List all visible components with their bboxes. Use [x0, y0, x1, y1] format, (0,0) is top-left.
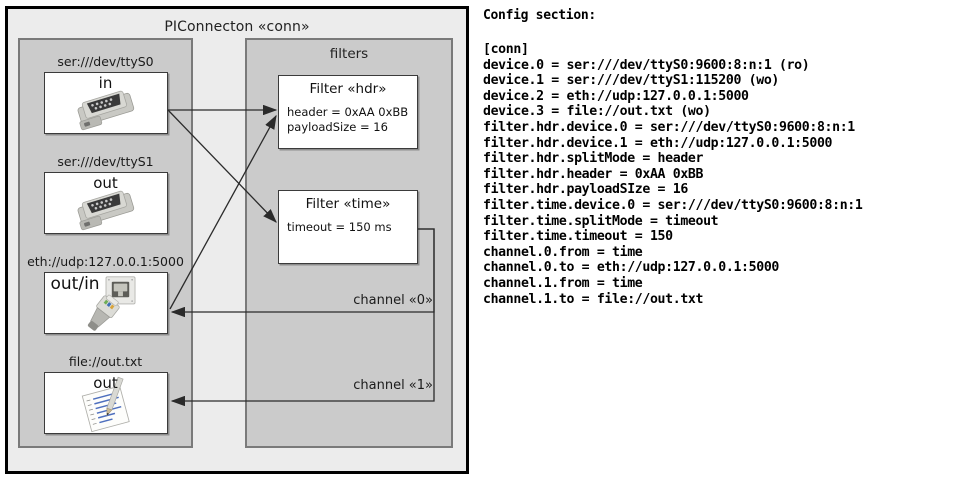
channel-1-label: channel «1» [353, 378, 433, 393]
architecture-diagram: PIConnecton «conn» ser:///dev/ttyS0 in [0, 0, 478, 484]
config-line: channel.1.from = time [483, 275, 643, 291]
config-line: filter.hdr.device.0 = ser:///dev/ttyS0:9… [483, 119, 855, 135]
filter-time-title: Filter «time» [305, 196, 391, 212]
device-label-eth: eth://udp:127.0.0.1:5000 [27, 254, 184, 269]
config-line: filter.hdr.device.1 = eth://udp:127.0.0.… [483, 135, 833, 151]
device-box-ttyS0[interactable]: in [43, 72, 168, 134]
config-text-block: [conn]device.0 = ser:///dev/ttyS0:9600:8… [483, 42, 863, 307]
diagram-title: PIConnecton «conn» [164, 19, 310, 35]
serial-db9-connector-icon [77, 90, 134, 131]
config-line: [conn] [483, 42, 529, 57]
config-line: channel.1.to = file://out.txt [483, 291, 704, 307]
device-group-file: file://out.txt out [20, 354, 191, 434]
config-line: filter.time.timeout = 150 [483, 229, 673, 245]
config-line: device.1 = ser:///dev/ttyS1:115200 (wo) [483, 73, 779, 89]
config-line: device.0 = ser:///dev/ttyS0:9600:8:n:1 (… [483, 57, 810, 73]
config-line: filter.hdr.header = 0xAA 0xBB [483, 166, 704, 182]
filter-time-props: timeout = 150 ms [279, 220, 417, 235]
device-box-file[interactable]: out [43, 372, 168, 434]
filter-time-prop-timeout: timeout = 150 ms [287, 220, 392, 234]
filter-card-hdr[interactable]: Filter «hdr» header = 0xAA 0xBB payloadS… [278, 75, 418, 149]
device-label-ttyS0: ser:///dev/ttyS0 [57, 54, 154, 69]
config-line: filter.time.splitMode = timeout [483, 213, 719, 229]
ethernet-rj45-icon [87, 276, 135, 331]
device-label-ttyS1: ser:///dev/ttyS1 [57, 154, 154, 169]
device-label-file: file://out.txt [68, 354, 143, 369]
filter-hdr-props: header = 0xAA 0xBB payloadSize = 16 [279, 105, 417, 135]
device-box-eth[interactable]: out/in [43, 272, 168, 334]
filter-hdr-title: Filter «hdr» [309, 81, 387, 97]
filter-card-time[interactable]: Filter «time» timeout = 150 ms [278, 190, 418, 264]
filters-panel-title: filters [329, 46, 369, 62]
config-line: channel.0.from = time [483, 244, 643, 260]
channel-0-label: channel «0» [353, 293, 433, 308]
config-line: device.2 = eth://udp:127.0.0.1:5000 [483, 88, 749, 104]
device-group-ttyS0: ser:///dev/ttyS0 in [20, 54, 191, 134]
config-section: Config section: [conn]device.0 = ser:///… [478, 0, 964, 484]
device-box-ttyS1[interactable]: out [43, 172, 168, 234]
device-group-eth: eth://udp:127.0.0.1:5000 out/in [20, 254, 191, 334]
config-line: channel.0.to = eth://udp:127.0.0.1:5000 [483, 260, 779, 276]
config-line: device.3 = file://out.txt (wo) [483, 104, 711, 120]
serial-db9-connector-icon [77, 190, 134, 231]
config-line: filter.hdr.splitMode = header [483, 151, 704, 167]
text-file-pencil-icon [81, 376, 130, 433]
config-line: filter.time.device.0 = ser:///dev/ttyS0:… [483, 197, 863, 213]
device-group-ttyS1: ser:///dev/ttyS1 out [20, 154, 191, 234]
filter-hdr-prop-header: header = 0xAA 0xBB [287, 105, 409, 119]
config-line: filter.hdr.payloadSIze = 16 [483, 182, 688, 198]
devices-panel: ser:///dev/ttyS0 in [18, 38, 193, 448]
config-heading: Config section: [483, 8, 596, 23]
filter-hdr-prop-payload: payloadSize = 16 [287, 120, 388, 134]
